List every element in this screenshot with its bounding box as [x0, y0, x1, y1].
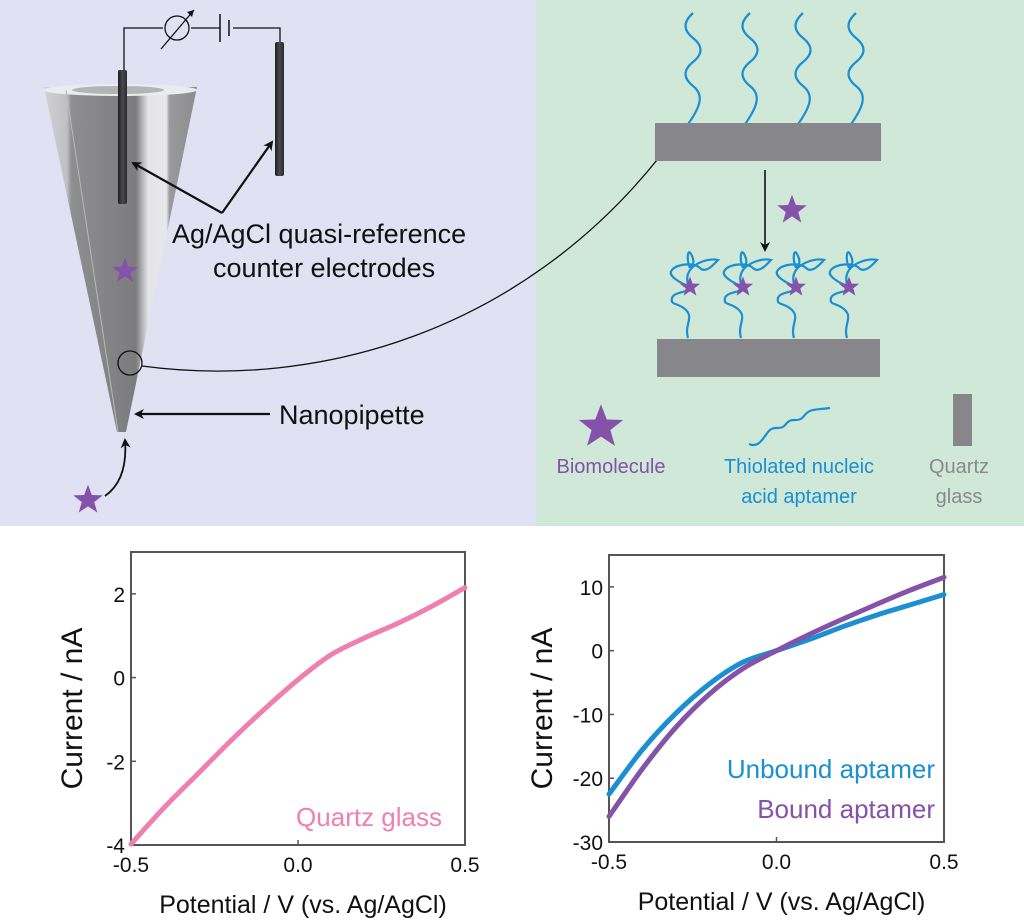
x-tick-label: -0.5: [113, 854, 149, 877]
y-axis-label: Current / nA: [56, 628, 89, 790]
y-tick-label: -4: [106, 835, 125, 858]
legend-aptamer-label-line2: acid aptamer: [741, 486, 857, 508]
nanopipette-body: [44, 87, 197, 432]
y-axis-label: Current / nA: [526, 628, 559, 790]
nanopipette-inner-wall: [65, 89, 119, 433]
quartz-substrate-top: [655, 123, 881, 161]
legend-label: Quartz glass: [296, 802, 442, 832]
unbound-aptamer-strand: [847, 12, 865, 128]
battery-icon: [219, 14, 230, 42]
bound-aptamers: [669, 251, 880, 339]
x-tick-label: 0.5: [929, 851, 958, 874]
series-line-bound-aptamer: [606, 574, 947, 819]
legend-biomolecule-label: Biomolecule: [557, 456, 666, 478]
y-tick-label: -20: [573, 768, 603, 791]
quartz-legend-icon: [953, 394, 972, 446]
legend-quartz-label-line2: glass: [936, 486, 983, 508]
y-tick-label: -10: [573, 704, 603, 727]
x-tick-label: -0.5: [591, 851, 627, 874]
unbound-aptamer-strand: [741, 12, 759, 128]
bound-aptamer: [722, 251, 774, 339]
series-line-quartz-glass: [128, 585, 468, 847]
aptamer-legend-icon: [748, 406, 831, 447]
electrode-arrow-1: [131, 162, 223, 214]
bound-aptamer: [828, 251, 880, 339]
electrode-arrow-2: [221, 140, 274, 214]
ammeter-icon: [160, 9, 195, 50]
y-tick-label: 0: [591, 641, 603, 664]
x-axis-label: Potential / V (vs. Ag/AgCl): [159, 891, 447, 919]
unbound-aptamer-strand: [794, 12, 812, 128]
electrode-label-line2: counter electrodes: [213, 253, 435, 283]
electrode-label-line1: Ag/AgCl quasi-reference: [172, 219, 466, 249]
y-tick-label: 10: [580, 577, 603, 600]
unbound-aptamer-strand: [684, 12, 702, 128]
magnify-circle: [117, 350, 143, 376]
quartz-substrate-bottom: [657, 339, 880, 377]
bound-aptamer: [669, 251, 721, 339]
x-tick-label: 0.5: [450, 854, 479, 877]
legend-label: Unbound aptamer: [727, 754, 935, 784]
x-tick-label: 0.0: [283, 854, 312, 877]
x-axis-label: Potential / V (vs. Ag/AgCl): [638, 888, 926, 916]
working-electrode: [118, 70, 127, 204]
unbound-aptamers: [684, 12, 865, 128]
circuit-wire: [123, 27, 281, 70]
legend-aptamer-label-line1: Thiolated nucleic: [724, 456, 874, 478]
y-tick-label: 2: [113, 584, 125, 607]
counter-electrode: [275, 42, 284, 176]
legend-label: Bound aptamer: [757, 794, 935, 824]
approach-arrow: [104, 438, 131, 497]
legend-quartz-label-line1: Quartz: [929, 456, 989, 478]
bound-aptamer: [775, 251, 827, 339]
aptamer-schematic: Biomolecule Thiolated nucleic acid aptam…: [557, 12, 989, 508]
nanopipette-schematic: Ag/AgCl quasi-reference counter electrod…: [43, 9, 658, 513]
magnify-connector: [141, 159, 658, 372]
y-tick-label: -2: [106, 751, 125, 774]
nanopipette-label: Nanopipette: [279, 400, 425, 430]
right-panel-background: [536, 0, 1024, 526]
x-tick-label: 0.0: [762, 851, 791, 874]
y-tick-label: 0: [113, 668, 125, 691]
schematic-legend: Biomolecule Thiolated nucleic acid aptam…: [557, 394, 989, 508]
y-tick-label: -30: [573, 832, 603, 855]
